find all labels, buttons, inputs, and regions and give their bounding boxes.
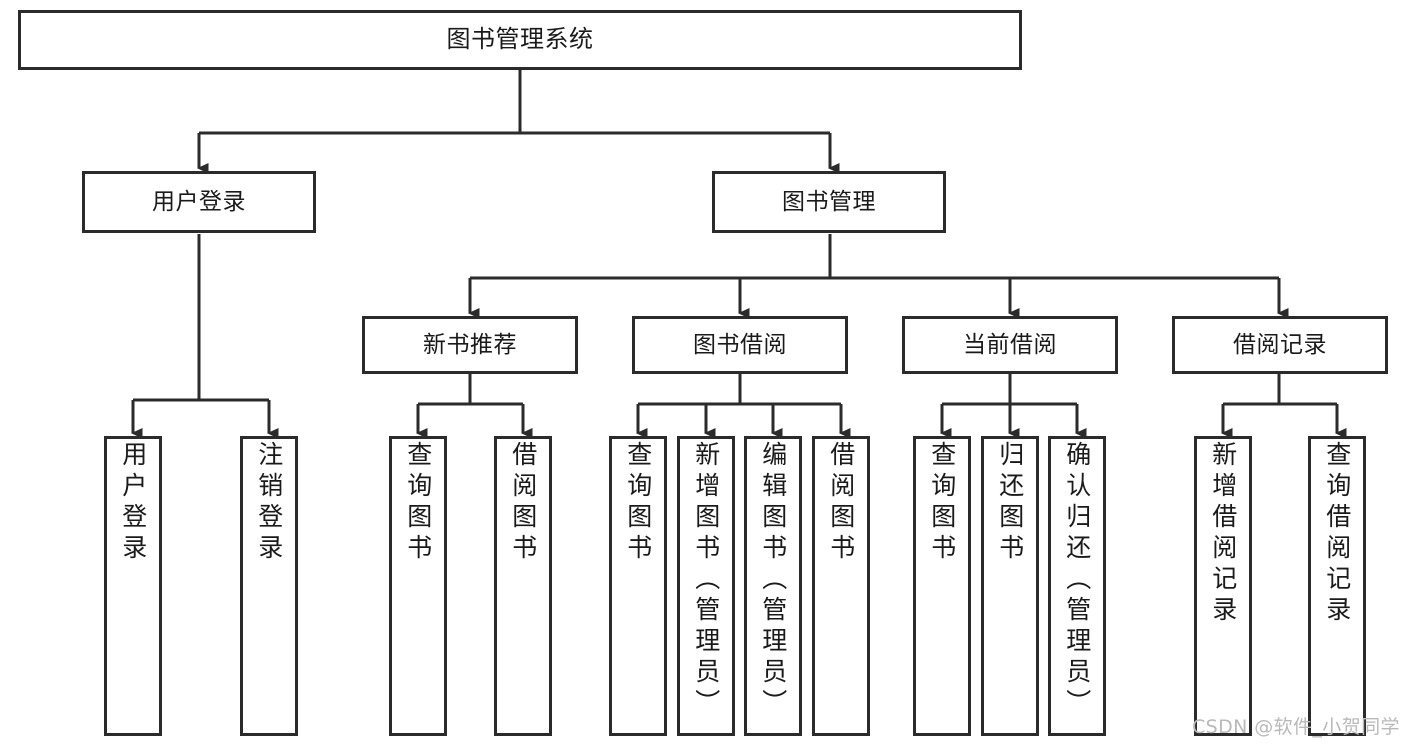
node-user-login[interactable]: 用户登录 [82, 171, 316, 233]
node-label: 查询图书 [623, 441, 653, 565]
node-root-system[interactable]: 图书管理系统 [18, 10, 1022, 70]
leaf-record-add-record[interactable]: 新增借阅记录 [1194, 436, 1252, 736]
leaf-user-login-logout[interactable]: 注销登录 [240, 436, 298, 736]
node-label: 借阅图书 [826, 441, 856, 565]
node-label: 用户登录 [118, 441, 148, 565]
node-current-borrow[interactable]: 当前借阅 [902, 316, 1118, 374]
node-label: 新增图书（管理员） [691, 441, 721, 720]
node-book-management[interactable]: 图书管理 [712, 171, 946, 233]
node-new-book-recommend[interactable]: 新书推荐 [362, 316, 578, 374]
watermark-text: CSDN @软件_小贺同学 [1192, 716, 1400, 738]
node-label: 确认归还（管理员） [1062, 441, 1092, 720]
node-label: 图书管理系统 [446, 25, 594, 54]
node-label: 查询借阅记录 [1322, 441, 1352, 627]
node-label: 归还图书 [995, 441, 1025, 565]
node-book-borrow[interactable]: 图书借阅 [632, 316, 848, 374]
node-label: 注销登录 [254, 441, 284, 565]
leaf-recommend-borrow-book[interactable]: 借阅图书 [494, 436, 552, 736]
leaf-borrow-add-book-admin[interactable]: 新增图书（管理员） [677, 436, 735, 736]
node-label: 借阅记录 [1233, 331, 1327, 358]
node-label: 当前借阅 [963, 331, 1057, 358]
leaf-current-return-book[interactable]: 归还图书 [981, 436, 1039, 736]
node-label: 新书推荐 [423, 331, 517, 358]
leaf-user-login-login[interactable]: 用户登录 [104, 436, 162, 736]
leaf-record-query-record[interactable]: 查询借阅记录 [1308, 436, 1366, 736]
node-label: 图书借阅 [693, 331, 787, 358]
node-label: 借阅图书 [508, 441, 538, 565]
leaf-borrow-borrow-book[interactable]: 借阅图书 [812, 436, 870, 736]
node-label: 编辑图书（管理员） [758, 441, 788, 720]
leaf-current-confirm-return-admin[interactable]: 确认归还（管理员） [1048, 436, 1106, 736]
leaf-recommend-query-book[interactable]: 查询图书 [389, 436, 447, 736]
leaf-borrow-edit-book-admin[interactable]: 编辑图书（管理员） [744, 436, 802, 736]
node-label: 查询图书 [403, 441, 433, 565]
node-borrow-record[interactable]: 借阅记录 [1172, 316, 1388, 374]
leaf-current-query-book[interactable]: 查询图书 [913, 436, 971, 736]
node-label: 查询图书 [927, 441, 957, 565]
leaf-borrow-query-book[interactable]: 查询图书 [609, 436, 667, 736]
node-label: 图书管理 [782, 188, 876, 215]
node-label: 用户登录 [152, 188, 246, 215]
node-label: 新增借阅记录 [1208, 441, 1238, 627]
